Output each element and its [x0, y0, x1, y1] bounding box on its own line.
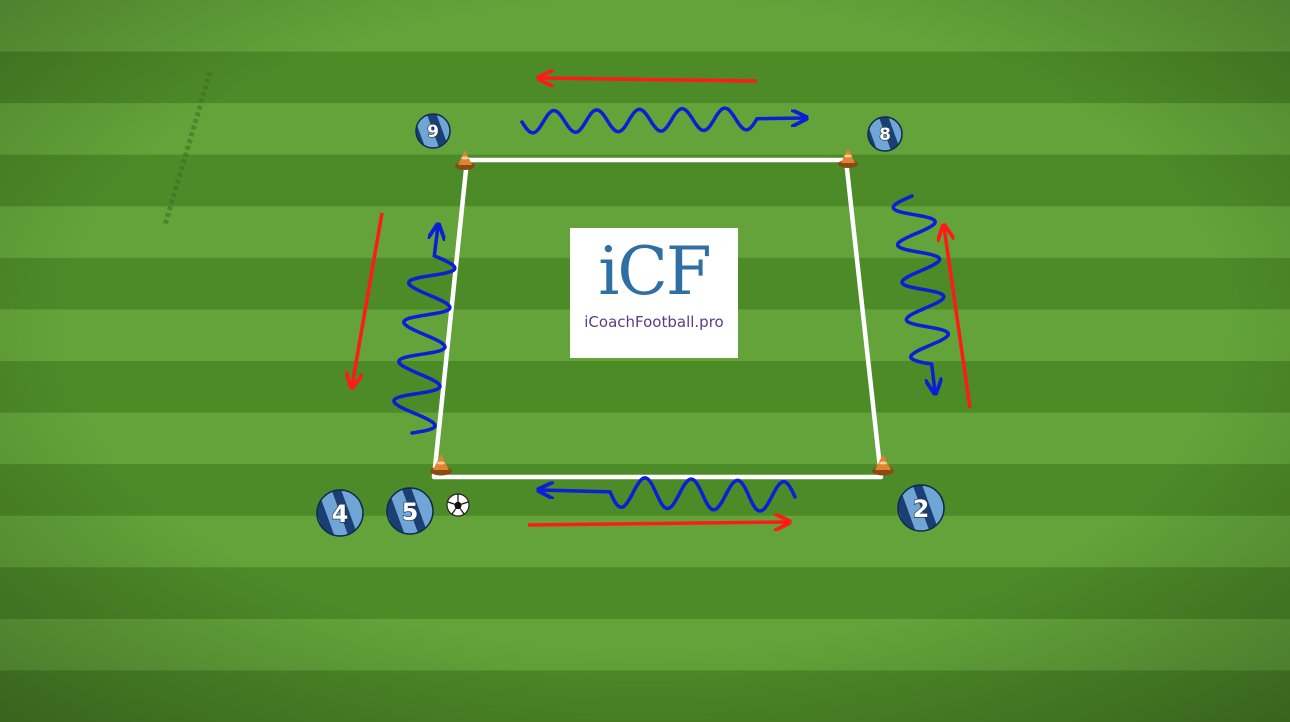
logo: iCF iCoachFootball.pro	[570, 228, 738, 358]
dribble-path-left	[392, 226, 457, 435]
cone-icon	[872, 454, 894, 476]
run-arrow-left	[352, 212, 384, 386]
dribble-path-right	[891, 194, 951, 392]
player-number: 9	[427, 122, 439, 142]
player-marker-9[interactable]: 9	[415, 113, 451, 149]
player-marker-8[interactable]: 8	[867, 116, 903, 152]
pitch-marking	[162, 71, 213, 226]
cone-icon	[430, 454, 452, 476]
run-arrow-bottom	[527, 522, 788, 525]
dribble-path-bottom	[540, 476, 797, 513]
logo-mark: iCF	[598, 233, 711, 310]
ball-icon[interactable]	[446, 493, 470, 517]
player-number: 8	[879, 125, 891, 145]
cone-icon	[455, 150, 475, 170]
player-number: 4	[332, 500, 349, 528]
training-grid	[431, 157, 884, 480]
dribble-path-top	[520, 106, 805, 135]
run-arrow-top	[540, 78, 758, 81]
run-arrow-right	[944, 227, 972, 409]
cone-icon	[838, 148, 858, 168]
player-marker-5[interactable]: 5	[386, 487, 434, 535]
player-marker-2[interactable]: 2	[897, 484, 945, 532]
logo-site: iCoachFootball.pro	[584, 313, 724, 331]
player-number: 2	[913, 495, 930, 523]
player-number: 5	[402, 498, 419, 526]
player-marker-4[interactable]: 4	[316, 489, 364, 537]
